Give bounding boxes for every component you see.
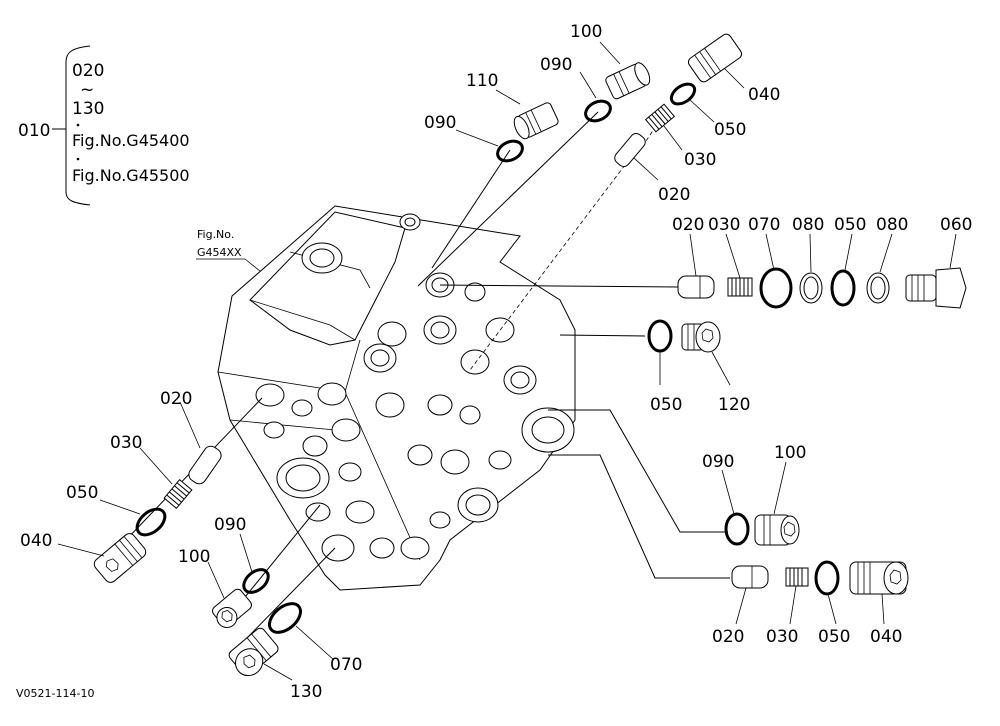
- body-ref-line2: G454XX: [197, 246, 242, 259]
- plug-100-top-group: [584, 62, 651, 123]
- spring-030-br: [785, 567, 809, 587]
- oring-090-br: [724, 512, 750, 546]
- plug-bottom-left-group: [212, 568, 302, 677]
- label-120: 120: [718, 395, 750, 415]
- plug-100-br: [754, 514, 800, 546]
- valve-body: [217, 205, 576, 591]
- plug-110: [513, 102, 559, 140]
- label-040-br: 040: [870, 627, 902, 647]
- relief-bottom-right-group: [731, 560, 909, 596]
- label-070-mid: 070: [748, 215, 780, 235]
- drawing-code: V0521-114-10: [16, 687, 94, 700]
- label-020-mid: 020: [672, 215, 704, 235]
- spring-030-mid: [727, 277, 753, 297]
- assembly-range-tilde: ~: [80, 80, 94, 100]
- label-020-br: 020: [712, 627, 744, 647]
- label-030-br: 030: [766, 627, 798, 647]
- label-100-bl: 100: [178, 547, 210, 567]
- oring-050-mid: [830, 269, 856, 307]
- label-040-top: 040: [748, 85, 780, 105]
- label-090-top: 090: [540, 55, 572, 75]
- assembly-bracket: [65, 45, 91, 206]
- assembly-callout: 010 020 ~ 130 Fig.No.G45400 Fig.No.G4550…: [18, 45, 190, 206]
- oring-090-top: [584, 99, 612, 123]
- poppet-020-mid: [677, 275, 715, 299]
- oring-050-top: [669, 82, 697, 106]
- plug-060: [905, 267, 967, 309]
- plug-120-group: [647, 319, 721, 353]
- label-080-mid-b: 080: [876, 215, 908, 235]
- label-050-r: 050: [650, 395, 682, 415]
- plug-040-br: [849, 561, 909, 595]
- label-090-bl: 090: [214, 515, 246, 535]
- plug-100-top: [605, 62, 651, 100]
- label-050-top: 050: [714, 120, 746, 140]
- label-030-top: 030: [684, 150, 716, 170]
- oring-050-left: [135, 507, 167, 537]
- spring-030-left: [163, 478, 193, 510]
- label-040-left: 040: [20, 531, 52, 551]
- label-100-br: 100: [774, 443, 806, 463]
- oring-050-br: [814, 560, 840, 596]
- poppet-020-left: [188, 445, 222, 485]
- relief-left-group: [93, 445, 222, 583]
- label-050-mid: 050: [834, 215, 866, 235]
- plug-110-group: [496, 102, 559, 163]
- label-090-br: 090: [702, 452, 734, 472]
- assembly-range-end: 130: [72, 99, 104, 119]
- relief-mid-group: [677, 267, 967, 309]
- assembly-ref-2: Fig.No.G45500: [72, 166, 190, 185]
- label-050-left: 050: [66, 483, 98, 503]
- relief-top-group: [614, 33, 743, 167]
- label-020-top: 020: [658, 185, 690, 205]
- label-100-top: 100: [570, 22, 602, 42]
- part-number-labels: 100 090 110 090 040 050 030 020 020 030 …: [20, 22, 972, 702]
- oring-070-bl: [268, 602, 302, 634]
- body-ref-line1: Fig.No.: [197, 228, 234, 241]
- label-130: 130: [290, 682, 322, 702]
- plug-120: [681, 321, 721, 353]
- oring-070-mid: [759, 267, 793, 309]
- poppet-020-top: [614, 133, 646, 167]
- plug-bottom-right-group: [724, 512, 800, 546]
- label-070-bl: 070: [330, 655, 362, 675]
- assembly-ref-1: Fig.No.G45400: [72, 131, 190, 150]
- label-110: 110: [466, 71, 498, 91]
- plug-040-left: [93, 533, 147, 583]
- label-090-left-top: 090: [424, 113, 456, 133]
- label-030-left: 030: [110, 433, 142, 453]
- label-080-mid-a: 080: [792, 215, 824, 235]
- oring-090-left-top: [496, 139, 524, 163]
- plug-040-top: [687, 33, 743, 83]
- callout-leaders: [57, 41, 957, 681]
- label-060: 060: [940, 215, 972, 235]
- assembly-range-start: 020: [72, 61, 104, 81]
- plug-100-bl: [212, 588, 252, 628]
- oring-050-r: [647, 319, 673, 353]
- plug-130: [228, 627, 279, 677]
- poppet-020-br: [731, 565, 769, 589]
- body-reference: Fig.No. G454XX: [196, 228, 276, 284]
- label-020-left: 020: [160, 389, 192, 409]
- assembly-number: 010: [18, 121, 50, 141]
- oring-090-bl: [242, 568, 270, 594]
- spring-030-top: [644, 103, 676, 133]
- label-050-br: 050: [818, 627, 850, 647]
- label-030-mid: 030: [708, 215, 740, 235]
